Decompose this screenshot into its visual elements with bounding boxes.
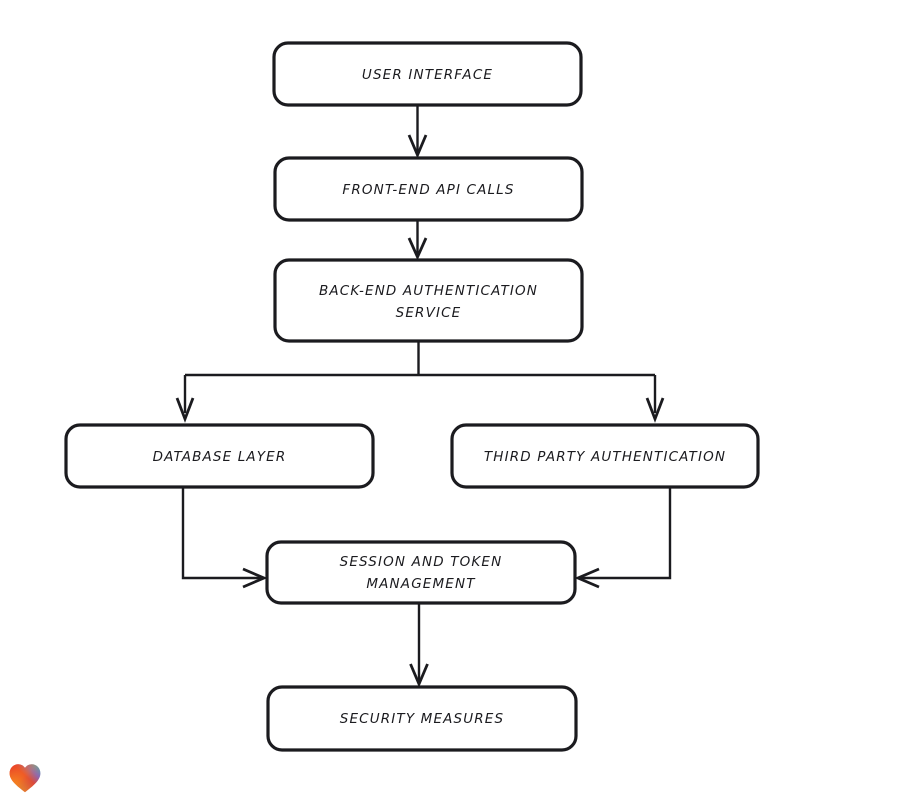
node-user-interface-label: USER INTERFACE [362,67,493,83]
edge-back-end-to-database-layer-arrow [175,397,195,423]
node-security-measures-label: SECURITY MEASURES [340,711,504,727]
node-user-interface[interactable]: USER INTERFACE [272,41,583,107]
node-user-interface-shape [272,41,583,107]
heart-icon-overlay [9,764,41,793]
node-security-measures-shape [266,685,578,752]
edge-third-party-authentication-to-session-and-token-management [574,487,672,589]
node-back-end-authentication-service-label-line-1: BACK-END AUTHENTICATION [319,283,538,299]
node-database-layer-label: DATABASE LAYER [153,449,287,465]
edge-back-end-to-third-party-authentication-arrow [645,397,665,423]
node-database-layer[interactable]: DATABASE LAYER [64,423,375,489]
node-third-party-authentication-shape [450,423,760,489]
edge-back-end-branch-bar [183,341,657,413]
node-session-and-token-management-label-line-2: MANAGEMENT [366,576,476,592]
node-back-end-authentication-service-label-line-2: SERVICE [396,305,462,321]
node-back-end-authentication-service-shape [273,258,584,343]
heart-icon[interactable] [8,762,42,794]
edge-front-end-api-calls-to-back-end-authentication-service [407,220,428,261]
node-back-end-authentication-service[interactable]: BACK-END AUTHENTICATION SERVICE [273,258,584,343]
node-front-end-api-calls[interactable]: FRONT-END API CALLS [273,156,584,222]
node-security-measures[interactable]: SECURITY MEASURES [266,685,578,752]
edge-user-interface-to-front-end-api-calls [407,105,428,159]
node-session-and-token-management[interactable]: SESSION AND TOKEN MANAGEMENT [265,540,577,605]
node-third-party-authentication-label: THIRD PARTY AUTHENTICATION [484,449,726,465]
node-database-layer-shape [64,423,375,489]
node-third-party-authentication[interactable]: THIRD PARTY AUTHENTICATION [450,423,760,489]
node-session-and-token-management-label-line-1: SESSION AND TOKEN [340,554,503,570]
node-session-and-token-management-shape [265,540,577,605]
edge-database-layer-to-session-and-token-management [181,487,268,589]
node-front-end-api-calls-shape [273,156,584,222]
edge-session-and-token-management-to-security-measures [409,603,429,688]
node-front-end-api-calls-label: FRONT-END API CALLS [342,182,514,198]
